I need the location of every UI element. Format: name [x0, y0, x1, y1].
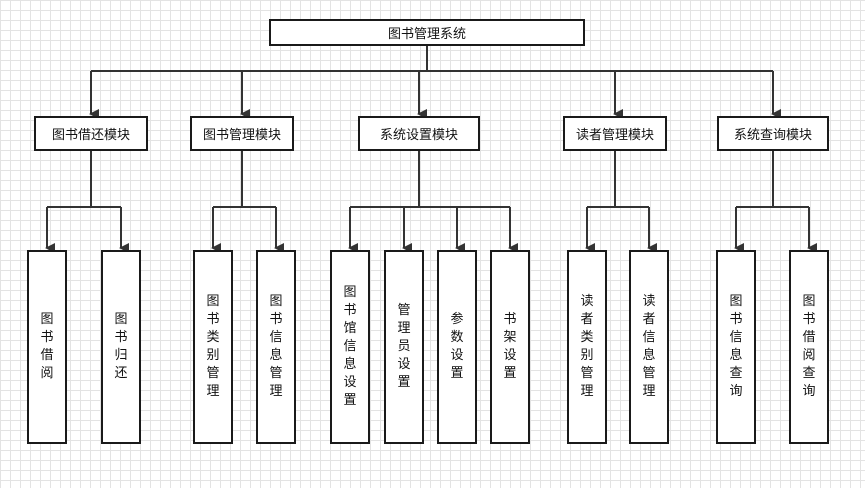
leaf-book-info-management: 图书信息管理 [256, 250, 296, 444]
leaf-reader-info-management-label: 读者信息管理 [642, 294, 656, 399]
leaf-admin-settings: 管理员设置 [384, 250, 424, 444]
leaf-book-return: 图书归还 [101, 250, 141, 444]
leaf-book-info-query: 图书信息查询 [716, 250, 756, 444]
leaf-book-category-management: 图书类别管理 [193, 250, 233, 444]
module-book-management-label: 图书管理模块 [202, 128, 281, 143]
module-borrow-return: 图书借还模块 [34, 116, 148, 151]
leaf-library-info-settings-label: 图书馆信息设置 [343, 285, 357, 408]
leaf-parameter-settings: 参数设置 [437, 250, 477, 444]
leaf-book-info-management-label: 图书信息管理 [269, 294, 283, 399]
module-reader-management-label: 读者管理模块 [575, 128, 654, 143]
module-system-settings-label: 系统设置模块 [379, 128, 458, 143]
module-book-management: 图书管理模块 [190, 116, 294, 151]
module-system-query-label: 系统查询模块 [733, 128, 812, 143]
leaf-book-borrow-query: 图书借阅查询 [789, 250, 829, 444]
leaf-book-borrow: 图书借阅 [27, 250, 67, 444]
leaf-admin-settings-label: 管理员设置 [397, 303, 411, 390]
root-node: 图书管理系统 [269, 19, 585, 46]
module-reader-management: 读者管理模块 [563, 116, 667, 151]
leaf-book-category-management-label: 图书类别管理 [206, 294, 220, 399]
leaf-reader-info-management: 读者信息管理 [629, 250, 669, 444]
leaf-library-info-settings: 图书馆信息设置 [330, 250, 370, 444]
module-system-settings: 系统设置模块 [358, 116, 480, 151]
leaf-parameter-settings-label: 参数设置 [450, 312, 464, 381]
leaf-bookshelf-settings-label: 书架设置 [503, 312, 517, 381]
leaf-bookshelf-settings: 书架设置 [490, 250, 530, 444]
leaf-book-borrow-query-label: 图书借阅查询 [802, 294, 816, 399]
leaf-book-info-query-label: 图书信息查询 [729, 294, 743, 399]
leaf-book-borrow-label: 图书借阅 [40, 312, 54, 381]
module-borrow-return-label: 图书借还模块 [51, 128, 130, 143]
leaf-reader-category-management: 读者类别管理 [567, 250, 607, 444]
leaf-reader-category-management-label: 读者类别管理 [580, 294, 594, 399]
module-system-query: 系统查询模块 [717, 116, 829, 151]
root-label: 图书管理系统 [387, 27, 466, 42]
leaf-book-return-label: 图书归还 [114, 312, 128, 381]
